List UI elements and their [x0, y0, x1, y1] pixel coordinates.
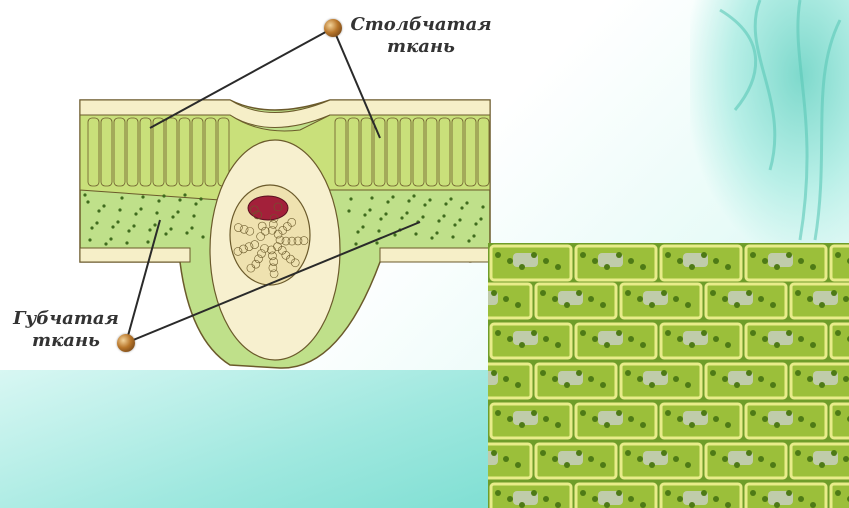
- pin-palisade-icon: [324, 19, 342, 37]
- label-palisade-line1: Столбчатая: [346, 14, 496, 36]
- pointer-line-palisade-1: [150, 28, 333, 128]
- label-palisade-tissue: Столбчатая ткань: [346, 14, 496, 58]
- pointer-line-spongy-2: [126, 222, 420, 343]
- label-spongy-tissue: Губчатая ткань: [6, 308, 126, 352]
- label-spongy-line2: ткань: [6, 330, 126, 352]
- label-spongy-line1: Губчатая: [6, 308, 126, 330]
- label-palisade-line2: ткань: [346, 36, 496, 58]
- pointer-line-spongy-1: [126, 220, 160, 343]
